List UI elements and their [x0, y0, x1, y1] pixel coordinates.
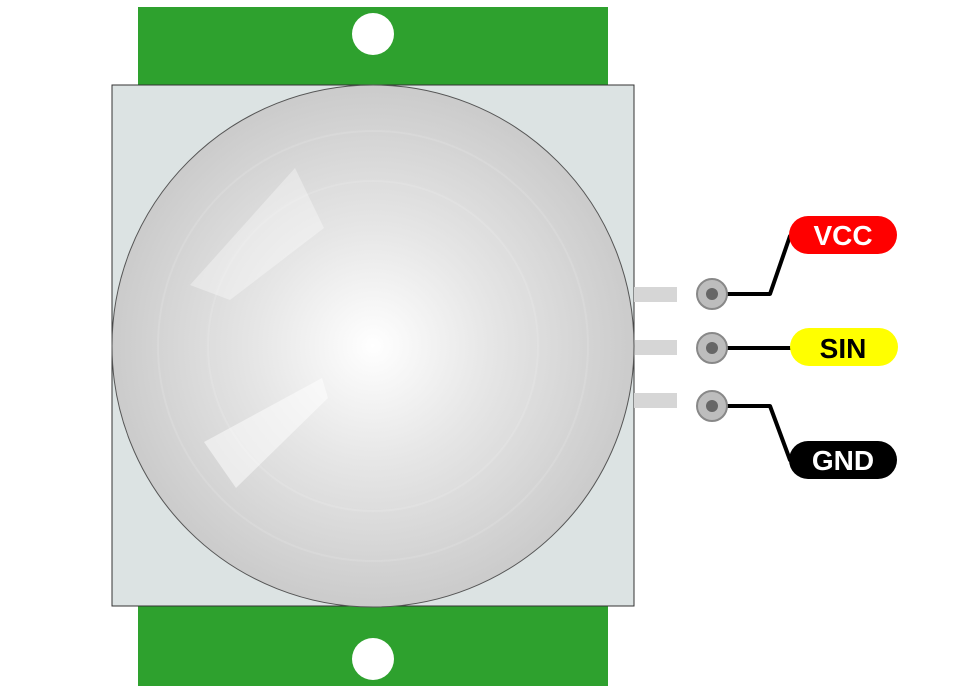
- pin-label-sin-text: SIN: [820, 333, 867, 364]
- pin-stub-sin: [634, 340, 677, 355]
- pin-label-vcc: VCC: [789, 216, 897, 254]
- pin-label-sin: SIN: [790, 328, 898, 366]
- dome-ring-2: [207, 180, 539, 512]
- pin-label-vcc-text: VCC: [813, 220, 872, 251]
- fresnel-dome: [111, 84, 635, 608]
- pin-header-vcc: [696, 278, 728, 310]
- pin-label-gnd: GND: [789, 441, 897, 479]
- mounting-hole-bottom: [352, 638, 394, 680]
- dome-highlight-lower: [204, 378, 328, 488]
- dome-highlight-upper: [190, 168, 324, 300]
- pin-header-sin: [696, 332, 728, 364]
- pin-stub-gnd: [634, 393, 677, 408]
- pin-header-gnd: [696, 390, 728, 422]
- mounting-hole-top: [352, 13, 394, 55]
- dome-ring-1: [157, 130, 589, 562]
- pin-label-gnd-text: GND: [812, 445, 874, 476]
- pin-stub-vcc: [634, 287, 677, 302]
